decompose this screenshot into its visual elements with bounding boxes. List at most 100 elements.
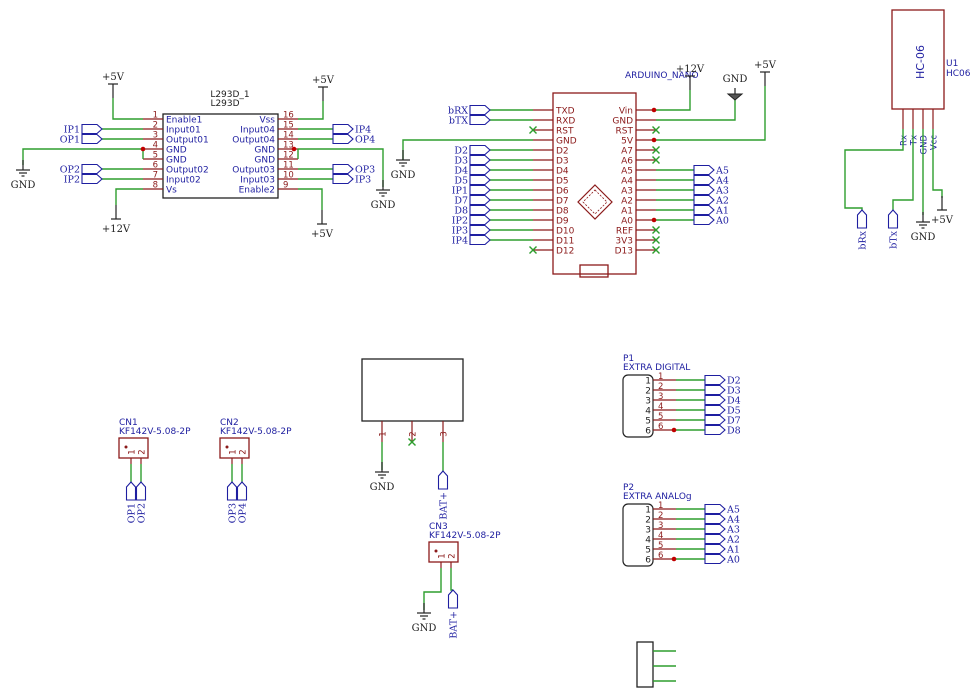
pin-number: 5 [658, 412, 663, 422]
net-label-a3: A3 [693, 184, 729, 197]
gnd-label: GND [370, 482, 395, 493]
net-label-flag [469, 224, 491, 236]
pin-name: Tx [910, 135, 920, 146]
net-label-flag [693, 194, 715, 206]
pin-number: 4 [153, 141, 158, 151]
net-label-a2: A2 [704, 533, 740, 546]
pin1-marker [225, 445, 229, 449]
pin-number: 2 [448, 553, 458, 558]
power-symbol: +12V [676, 64, 705, 90]
pin-name: Input02 [166, 176, 201, 186]
net-label-d4: D4 [704, 394, 741, 407]
net-label-d2: D2 [454, 144, 491, 157]
pin-number: 4 [658, 531, 663, 541]
net-label-op1: OP1 [125, 481, 138, 523]
net-label-text: IP4 [452, 236, 468, 247]
pin-number: 1 [438, 553, 448, 558]
net-label-text: OP2 [60, 165, 80, 176]
net-label-flag [469, 234, 491, 246]
gnd-label: GND [371, 200, 396, 211]
arduino-nano-component: ARDUINO_NANOTXDRXDRSTGNDD2D3D4D5D6D7D8D9… [391, 60, 777, 278]
net-label-text: A3 [726, 525, 740, 536]
net-label-text: OP3 [228, 503, 239, 523]
pin-number: 3 [645, 526, 651, 536]
net-label-flag [447, 589, 459, 609]
net-label-d4: D4 [454, 164, 491, 177]
net-label-text: D3 [454, 156, 468, 167]
power-symbol: +12V [102, 205, 131, 235]
no-connect-stroke [652, 226, 660, 234]
pin-number: 8 [153, 181, 158, 191]
wire [932, 129, 943, 198]
pin-name: Vin [619, 107, 633, 117]
pin-name: GND [166, 146, 187, 156]
pin-name: A6 [621, 157, 633, 167]
pin-number: 7 [153, 171, 158, 181]
net-label-flag [135, 481, 147, 501]
pin-name: RST [556, 127, 574, 137]
power-symbol: +5V [311, 210, 334, 240]
wire [450, 568, 453, 591]
pin-name: Vss [259, 116, 275, 126]
no-connect-stroke [408, 438, 416, 446]
nano-body [552, 92, 637, 275]
pin-name: A1 [621, 207, 633, 217]
wire [423, 568, 442, 610]
net-label-op3: OP3 [332, 163, 375, 176]
no-connect-mark [529, 126, 537, 134]
pin-name: GND [254, 156, 275, 166]
net-label-a5: A5 [704, 503, 740, 516]
net-label-flag [81, 133, 103, 145]
pin-number: 1 [658, 372, 663, 382]
net-label-d5: D5 [454, 174, 491, 187]
net-label-flag [887, 209, 899, 229]
power-symbol: +5V [102, 72, 125, 98]
net-label-text: IP4 [355, 125, 371, 136]
cn1-ref: CN1 [119, 418, 138, 428]
pin-name: Input03 [240, 176, 275, 186]
net-label-flag [125, 481, 137, 501]
junction-dot [671, 556, 677, 562]
net-label-text: IP1 [64, 125, 80, 136]
no-connect-stroke [529, 126, 537, 134]
pin-number: 4 [645, 536, 651, 546]
pin-name: Output01 [166, 136, 209, 146]
net-label-flag [469, 144, 491, 156]
net-label-text: D8 [727, 426, 741, 437]
nano-value: ARDUINO_NANO [625, 71, 699, 81]
net-label-flag [704, 394, 726, 406]
net-label-flag [469, 114, 491, 126]
power-label: +12V [676, 64, 705, 75]
pin-name: RST [616, 127, 634, 137]
net-label-flag [81, 123, 103, 135]
net-label-flag [437, 470, 449, 490]
regulator-body [361, 358, 464, 422]
net-label-text: A2 [715, 196, 729, 207]
pin-name: Rx [900, 135, 910, 146]
wire [656, 86, 766, 141]
net-label-text: bRX [448, 106, 468, 117]
pin-name: Enable2 [239, 186, 275, 196]
pin-name: 5V [621, 137, 634, 147]
pin-name: A3 [621, 187, 633, 197]
pin-number: 6 [658, 551, 663, 561]
net-label-a5: A5 [693, 164, 729, 177]
net-label-flag [704, 384, 726, 396]
junction-dot [140, 146, 146, 152]
net-label-flag [332, 173, 354, 185]
net-label-d7: D7 [454, 194, 491, 207]
pin-number: 5 [645, 417, 651, 427]
net-label-flag [693, 214, 715, 226]
no-connect-mark [652, 236, 660, 244]
net-label-text: D4 [727, 396, 741, 407]
p2-ref: P2 [623, 483, 634, 493]
no-connect-mark [652, 126, 660, 134]
pin-number: 4 [645, 407, 651, 417]
cn3-value: KF142V-5.08-2P [429, 531, 501, 541]
pin-name: A0 [621, 217, 633, 227]
junction-dot [651, 107, 657, 113]
